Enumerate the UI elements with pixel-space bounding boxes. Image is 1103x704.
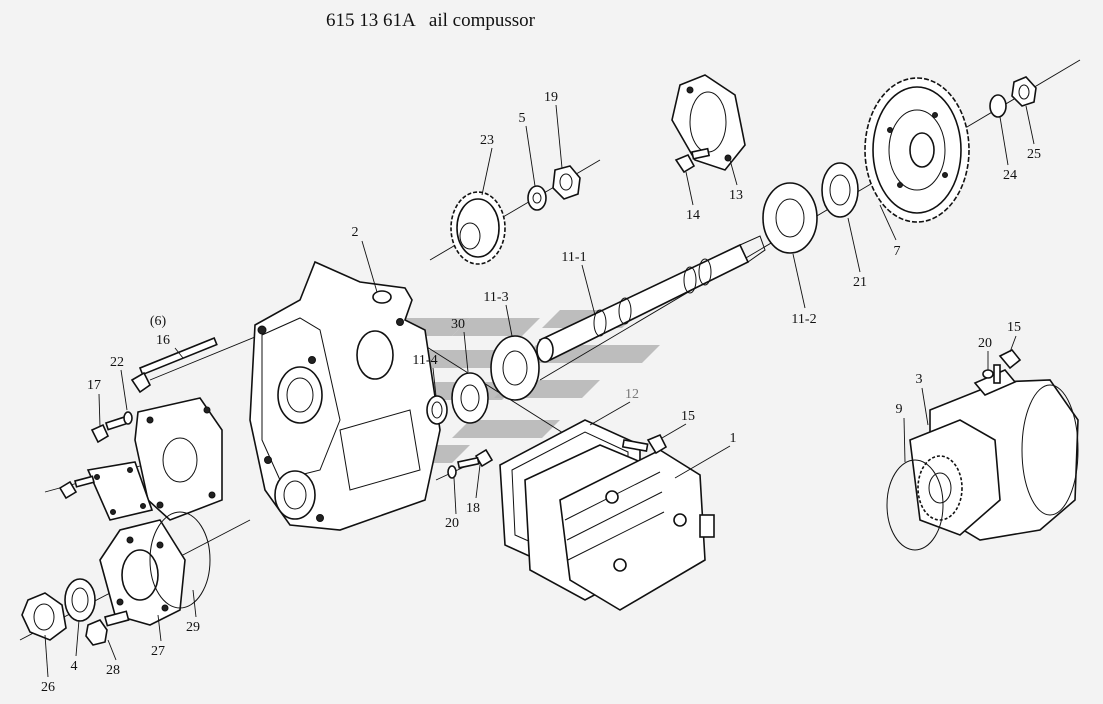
- callout-c11_1: 11-1: [561, 250, 586, 265]
- bearing-30: [451, 372, 489, 424]
- nut-26: [21, 592, 67, 641]
- washer-20-right: [982, 369, 994, 379]
- bearing-11-2: [762, 182, 818, 254]
- callout-c11_4: 11-4: [412, 353, 437, 368]
- assembled-compressor: [886, 369, 1079, 551]
- bolt-18: [457, 448, 494, 469]
- callout-c4: 4: [71, 659, 78, 674]
- callout-c9: 9: [896, 402, 903, 417]
- small-cover-plate: [86, 461, 154, 521]
- o-ring-29: [149, 511, 211, 609]
- callout-c15b: 15: [1007, 320, 1021, 335]
- shaft-11-1: [536, 235, 766, 363]
- bolt-15-right: [993, 348, 1022, 384]
- seal-21: [821, 162, 859, 218]
- callout-c23: 23: [480, 133, 494, 148]
- bolt-14: [674, 147, 711, 174]
- o-ring-9: [886, 459, 944, 551]
- washer-5: [527, 185, 547, 211]
- flange-27: [99, 519, 186, 626]
- callout-c19: 19: [544, 90, 558, 105]
- bolt-28: [85, 610, 130, 646]
- callout-c12: 12: [625, 387, 639, 402]
- callout-c7: 7: [894, 244, 901, 259]
- bolt-17: [90, 415, 129, 444]
- gasket-plate: [134, 397, 223, 521]
- compressor-housing: [249, 260, 441, 531]
- callout-c29: 29: [186, 620, 200, 635]
- bolt-15: [621, 433, 668, 455]
- callout-c16: 16: [156, 333, 170, 348]
- callout-c21: 21: [853, 275, 867, 290]
- callout-labels: 2 (6) 16 22 17 23 5 19 30 11-3 11-4 11-1 12 15 1 20 18 14…: [41, 90, 1041, 695]
- callout-c3: 3: [916, 372, 923, 387]
- bearing-11-3: [490, 335, 540, 401]
- callout-c11_2: 11-2: [791, 312, 816, 327]
- seal-ring-4: [64, 578, 96, 622]
- callout-c20b: 20: [978, 336, 992, 351]
- callout-c27: 27: [151, 644, 165, 659]
- ring-11-4: [426, 395, 448, 425]
- nut-25: [1011, 76, 1037, 107]
- washer-22: [123, 411, 133, 425]
- callout-c20a: 20: [445, 516, 459, 531]
- callout-c5: 5: [519, 111, 526, 126]
- page-title: 615 13 61A ail compussor: [326, 10, 535, 31]
- washer-20: [447, 465, 457, 479]
- callout-c14: 14: [686, 208, 700, 223]
- callout-c26: 26: [41, 680, 55, 695]
- drive-gear-7: [864, 77, 970, 223]
- leader-lines: [44, 104, 1035, 678]
- washer-24: [989, 94, 1007, 118]
- callout-c6: (6): [150, 314, 167, 329]
- callout-c11_3: 11-3: [483, 290, 508, 305]
- callout-c28: 28: [106, 663, 120, 678]
- callout-c1: 1: [730, 431, 737, 446]
- callout-c22: 22: [110, 355, 124, 370]
- nut-19: [552, 165, 581, 200]
- callout-c18: 18: [466, 501, 480, 516]
- callout-c30: 30: [451, 317, 465, 332]
- pinion-gear-23: [450, 191, 506, 265]
- bolt-left-plate: [58, 475, 95, 500]
- callout-c24: 24: [1003, 168, 1017, 183]
- callout-c13: 13: [729, 188, 743, 203]
- callout-c2: 2: [352, 225, 359, 240]
- callout-c17: 17: [87, 378, 101, 393]
- callout-c15a: 15: [681, 409, 695, 424]
- stud-16: [130, 336, 218, 394]
- callout-c25: 25: [1027, 147, 1041, 162]
